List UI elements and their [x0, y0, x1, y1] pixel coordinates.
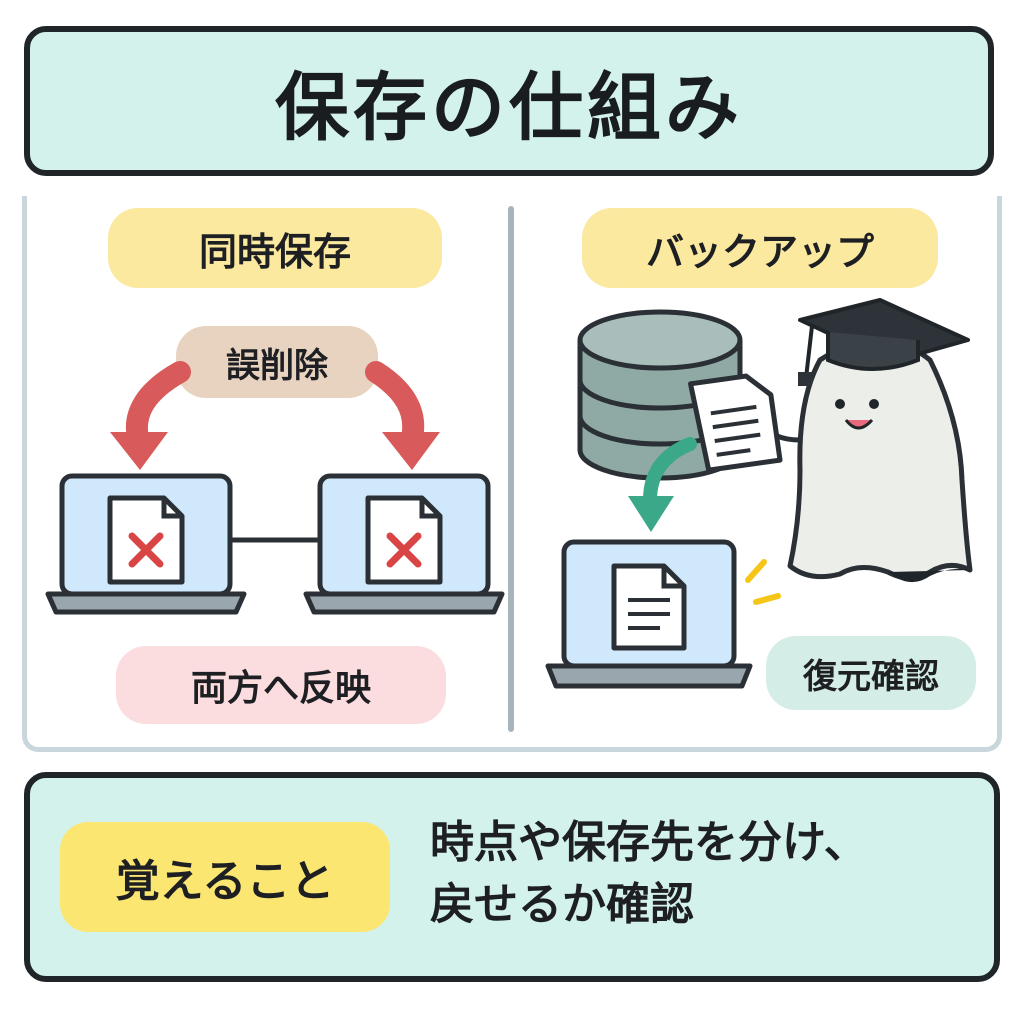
document-icon [688, 373, 783, 473]
takeaway-line-1: 時点や保存先を分け、 [430, 817, 868, 868]
file-x-icon [107, 495, 185, 585]
right-heading: バックアップ [582, 208, 938, 288]
takeaway-line-2: 戻せるか確認 [430, 879, 694, 930]
left-heading: 同時保存 [108, 208, 442, 288]
arrow-restore-green-icon [628, 437, 697, 532]
result-label-both: 両方へ反映 [116, 646, 446, 724]
panel-divider [508, 206, 514, 732]
title-banner: 保存の仕組み [24, 26, 994, 176]
result-label-restore: 復元確認 [766, 636, 976, 710]
file-x-icon [365, 495, 443, 585]
graduation-cap-icon [798, 298, 970, 386]
takeaway-label: 覚えること [60, 822, 390, 932]
ghost-mascot [757, 337, 973, 583]
sparkle-icon [745, 559, 781, 605]
arrow-left-red-icon [110, 361, 191, 470]
action-label-misdelete: 誤削除 [176, 326, 378, 398]
page-title: 保存の仕組み [275, 64, 743, 151]
takeaway-text: 時点や保存先を分け、 戻せるか確認 [430, 812, 980, 936]
comparison-panel [22, 196, 1002, 752]
laptop-icon [303, 473, 505, 615]
arrow-right-red-icon [365, 361, 440, 470]
database-icon [577, 309, 743, 481]
document-icon [611, 563, 687, 651]
